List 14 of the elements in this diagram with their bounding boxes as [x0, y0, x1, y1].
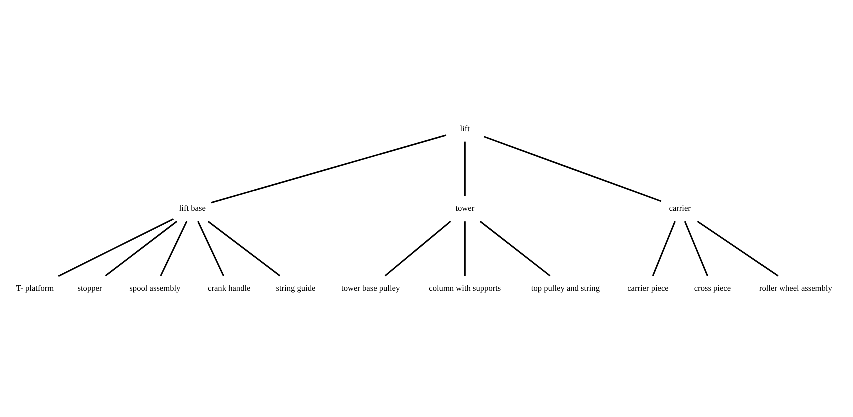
connector: [464, 221, 466, 276]
connector: [464, 141, 466, 196]
connector: [480, 220, 551, 276]
connector: [697, 220, 779, 276]
connector: [484, 136, 662, 202]
connector: [684, 220, 708, 276]
connector: [105, 220, 178, 276]
connector: [652, 220, 676, 276]
connector: [160, 220, 188, 276]
connector: [208, 220, 281, 276]
connector: [211, 134, 447, 204]
connector: [384, 220, 452, 276]
connector: [198, 220, 224, 276]
connector: [58, 218, 174, 277]
